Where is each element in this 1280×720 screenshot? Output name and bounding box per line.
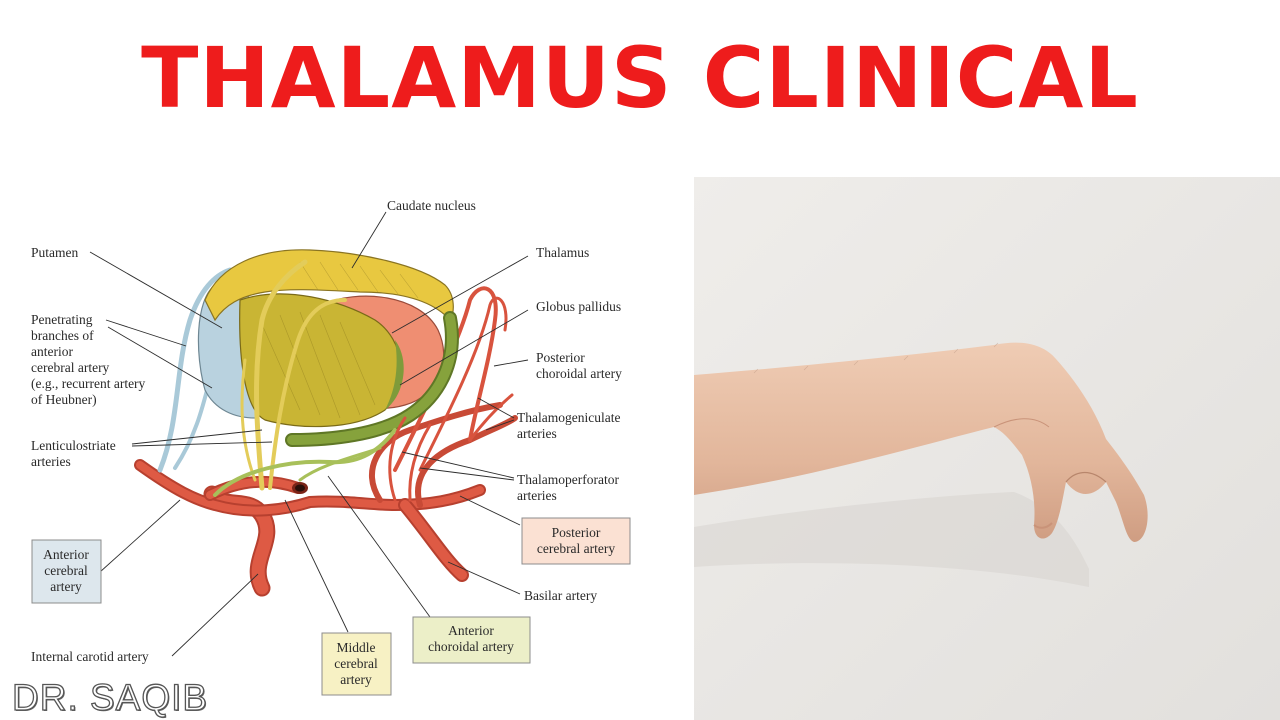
label-thalamogeniculate-2: arteries: [517, 426, 557, 441]
arteries: [134, 267, 518, 597]
label-posterior-choroidal-1: Posterior: [536, 350, 585, 365]
label-anterior-choroidal-1: Anterior: [448, 623, 494, 638]
anterior-cerebral-artery-box: [31, 539, 102, 604]
label-thalamoperforator-1: Thalamoperforator: [517, 472, 619, 487]
label-posterior-choroidal-2: choroidal artery: [536, 366, 622, 381]
label-globus-pallidus: Globus pallidus: [536, 299, 621, 314]
label-lenticulostriate-2: arteries: [31, 454, 71, 469]
leader-lines: [89, 211, 529, 657]
label-anterior-choroidal-2: choroidal artery: [428, 639, 514, 654]
page-title: THALAMUS CLINICAL: [141, 29, 1139, 127]
label-penetrating-1: Penetrating: [31, 312, 93, 327]
label-thalamus: Thalamus: [536, 245, 589, 260]
author-watermark: DR. SAQIB: [11, 677, 209, 718]
anterior-choroidal-artery-box: [412, 616, 531, 664]
diagram-labels: Caudate nucleus Putamen Thalamus Penetra…: [31, 198, 631, 696]
penetrating-vessels: [213, 259, 432, 502]
label-thalamoperforator-2: arteries: [517, 488, 557, 503]
label-caudate-nucleus: Caudate nucleus: [387, 198, 476, 213]
label-penetrating-2: branches of: [31, 328, 94, 343]
label-middle-cerebral-2: cerebral: [334, 656, 378, 671]
label-penetrating-3: anterior: [31, 344, 73, 359]
posterior-cerebral-artery-box: [521, 517, 631, 565]
label-thalamogeniculate-1: Thalamogeniculate: [517, 410, 620, 425]
label-putamen: Putamen: [31, 245, 78, 260]
label-posterior-cerebral-1: Posterior: [552, 525, 601, 540]
label-internal-carotid-artery: Internal carotid artery: [31, 649, 149, 664]
label-basilar-artery: Basilar artery: [524, 588, 597, 603]
label-anterior-cerebral-3: artery: [50, 579, 82, 594]
label-middle-cerebral-1: Middle: [337, 640, 376, 655]
label-anterior-cerebral-2: cerebral: [44, 563, 88, 578]
label-lenticulostriate-1: Lenticulostriate: [31, 438, 116, 453]
label-penetrating-6: of Heubner): [31, 392, 97, 407]
forearm: [694, 342, 1148, 542]
thalamus-blood-supply-diagram: Caudate nucleus Putamen Thalamus Penetra…: [31, 198, 631, 696]
middle-cerebral-artery-box: [321, 632, 392, 696]
label-anterior-cerebral-1: Anterior: [43, 547, 89, 562]
lenticulostriate-vessels: [254, 259, 308, 491]
label-posterior-cerebral-2: cerebral artery: [537, 541, 616, 556]
basal-ganglia-structures: [197, 249, 459, 447]
label-middle-cerebral-3: artery: [340, 672, 372, 687]
label-penetrating-5: (e.g., recurrent artery: [31, 376, 146, 391]
wrist-drop-photo: [694, 177, 1280, 720]
label-penetrating-4: cerebral artery: [31, 360, 110, 375]
anterior-cerebral-branches: [157, 267, 233, 473]
